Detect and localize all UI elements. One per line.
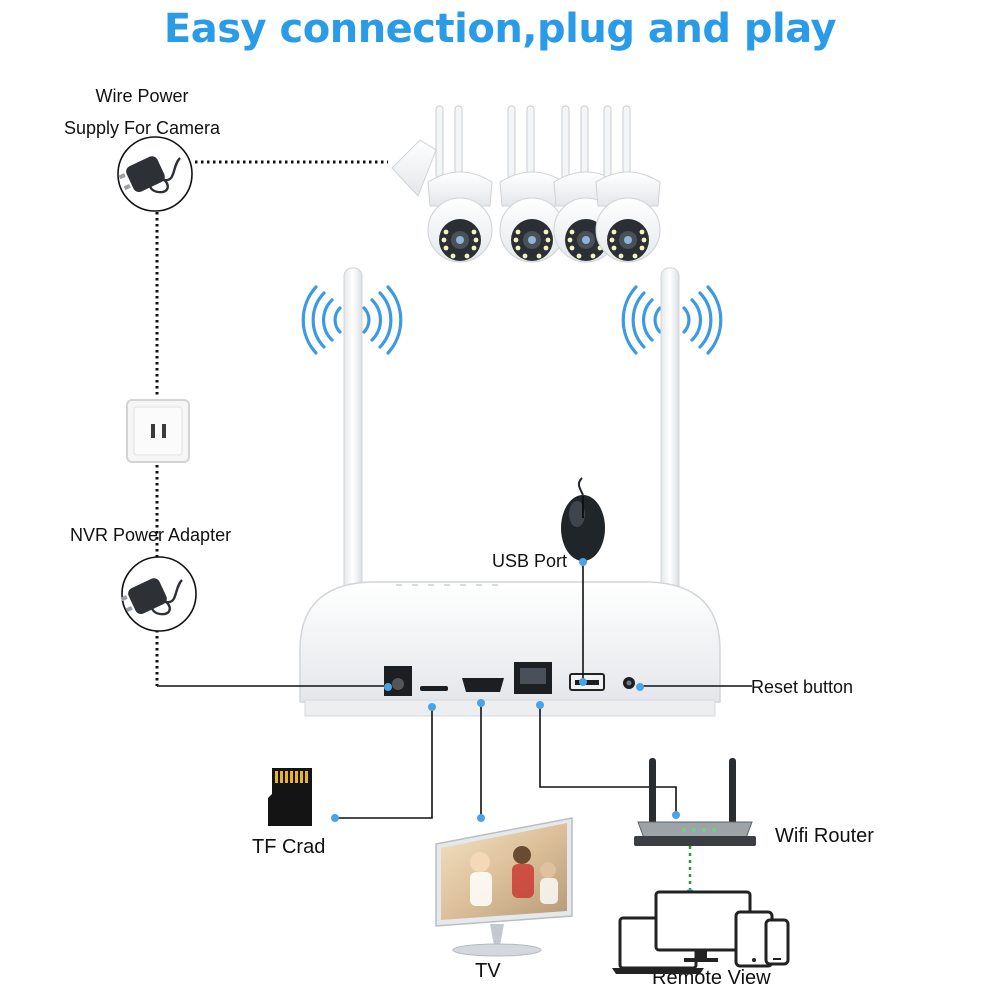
label-wire-power-line1: Wire Power (95, 86, 189, 106)
ip-camera-icon (391, 105, 661, 263)
connection-lines (157, 562, 752, 893)
connection-dots (331, 558, 694, 897)
phone-icon (764, 918, 790, 966)
label-nvr-power-adapter: NVR Power Adapter (70, 525, 232, 545)
dotted-power-wiring (155, 160, 388, 686)
headline: Easy connection,plug and play (163, 6, 837, 52)
label-usb-port: USB Port (492, 551, 568, 571)
mouse-icon (561, 477, 605, 561)
tf-card-icon (268, 768, 312, 826)
monitor-icon (435, 817, 573, 957)
label-wifi-router: Wifi Router (775, 825, 874, 847)
label-tv: TV (475, 960, 501, 982)
power-adapter-icon (117, 136, 193, 212)
nvr-power-adapter-icon (119, 556, 197, 632)
nvr-device-icon (299, 267, 721, 717)
router-icon (634, 758, 756, 846)
label-reset-button: Reset button (751, 677, 854, 697)
wall-socket-icon (126, 399, 190, 463)
label-wire-power-line2: Supply For Camera (63, 118, 221, 138)
label-tf-card: TF Crad (252, 836, 326, 858)
